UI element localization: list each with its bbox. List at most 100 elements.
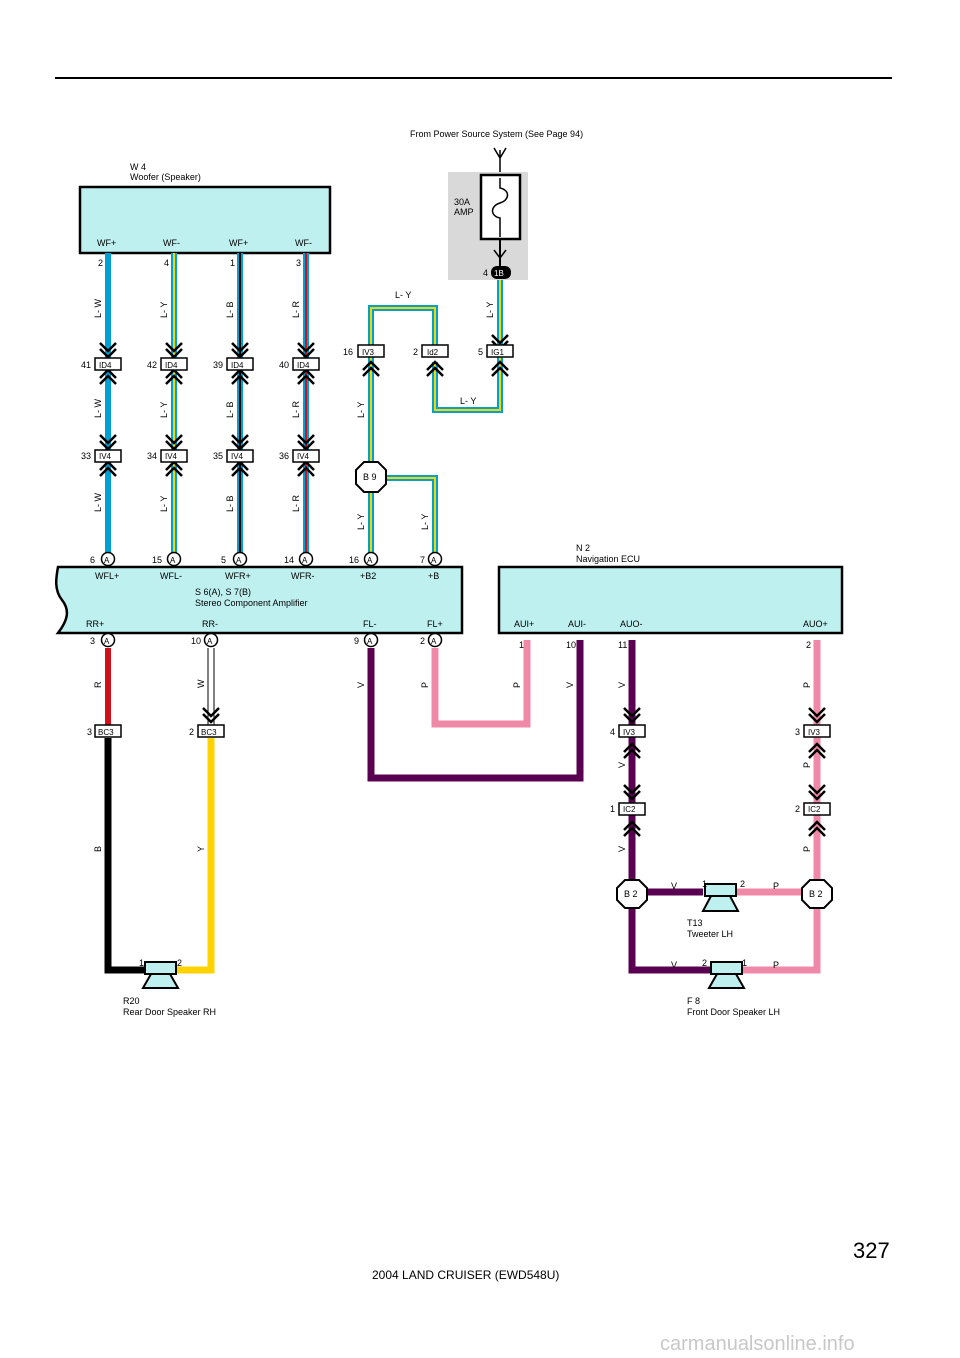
amp-bottom-letter-2: A <box>207 637 213 646</box>
nav-pin-num-3: 11 <box>618 640 627 650</box>
amp-bottom-num-1: 3 <box>90 636 95 646</box>
amp-bottom-num-3: 9 <box>354 636 359 646</box>
nav-ecu-code: N 2 <box>576 543 590 553</box>
amp-top-label-4: WFR- <box>291 571 315 581</box>
woofer-name: Woofer (Speaker) <box>130 172 201 182</box>
amp-top-letter-6: A <box>431 556 437 565</box>
chevrons-id4 <box>99 342 315 359</box>
ic2-left-num: 1 <box>610 804 615 814</box>
amp-top-letter-4: A <box>302 556 308 565</box>
amp-top-pins: 6 A WFL+ 15 A WFL- 5 A WFR+ 14 A WFR- 16… <box>90 551 443 581</box>
chevrons-bottom <box>202 707 826 801</box>
amplifier-name: Stereo Component Amplifier <box>195 598 308 608</box>
tweeter-pin2: 2 <box>740 879 745 889</box>
woofer-pin-label-3: WF+ <box>229 238 248 248</box>
woofer-pin-num-3: 1 <box>230 258 235 268</box>
wire-label-p-5: P <box>802 846 812 852</box>
nav-pin-label-3: AUO- <box>620 619 643 629</box>
footer-title: 2004 LAND CRUISER (EWD548U) <box>372 1268 559 1282</box>
rear-speaker-code: R20 <box>123 996 140 1006</box>
nav-pin-label-2: AUI- <box>568 619 586 629</box>
wire-b <box>104 738 145 974</box>
id4-code-3: ID4 <box>231 361 244 370</box>
chevrons-ic2-up <box>623 742 826 837</box>
wire-label-r: R <box>93 681 103 688</box>
ic2-right-code: IC2 <box>808 805 821 814</box>
b2-left-label: B 2 <box>624 889 638 899</box>
rear-speaker-pin1: 1 <box>139 958 144 968</box>
amplifier-box <box>55 565 464 635</box>
wire-ly-power <box>368 280 503 565</box>
nav-pin-label-1: AUI+ <box>514 619 534 629</box>
splice-b9: B 9 <box>355 461 387 493</box>
fuse-pin-num: 4 <box>483 268 488 278</box>
splice-b2-right: B 2 <box>801 879 833 909</box>
fuse-name: AMP <box>454 207 474 217</box>
wire-label-p-1: P <box>420 682 430 688</box>
wire-label-ly-iv3: L- Y <box>356 402 366 418</box>
wire-label-lw-2: L- W <box>93 398 103 418</box>
iv4-num-4: 36 <box>279 451 289 461</box>
wire-p-amp <box>431 640 531 728</box>
wire-p-nav <box>737 640 821 974</box>
wire-label-lb-1: L- B <box>225 301 235 318</box>
iv3-right-code: IV3 <box>808 728 821 737</box>
wire-label-v-5: V <box>617 846 627 852</box>
wire-label-b: B <box>93 846 103 852</box>
wire-label-p-3: P <box>802 682 812 688</box>
amp-bottom-label-1: RR+ <box>86 619 104 629</box>
wire-label-ly-b2: L- Y <box>356 514 366 530</box>
bc3-right-code: BC3 <box>201 728 217 737</box>
amp-top-num-6: 7 <box>420 555 425 565</box>
wire-label-ly-2: L- Y <box>159 402 169 418</box>
id4-num-1: 41 <box>81 360 91 370</box>
amp-top-label-1: WFL+ <box>95 571 119 581</box>
amp-top-letter-5: A <box>367 556 373 565</box>
amp-top-num-1: 6 <box>90 555 95 565</box>
bc3-right-num: 2 <box>189 727 194 737</box>
b9-label: B 9 <box>363 472 377 482</box>
amp-bottom-num-4: 2 <box>420 636 425 646</box>
amp-bottom-pins: 3 A 10 A 9 A 2 A <box>90 632 443 648</box>
woofer-pin-label-4: WF- <box>295 238 312 248</box>
amp-top-label-6: +B <box>428 571 439 581</box>
wire-label-v-2: V <box>565 682 575 688</box>
wire-label-lw-3: L- W <box>93 492 103 512</box>
chevrons-iv4-up <box>99 460 315 477</box>
amp-top-label-2: WFL- <box>160 571 182 581</box>
nav-pin-num-2: 10 <box>566 640 576 650</box>
tweeter-icon <box>701 883 740 912</box>
power-arrow <box>493 147 507 175</box>
iv4-code-1: IV4 <box>99 452 112 461</box>
wire-label-ly-1: L- Y <box>159 302 169 318</box>
nav-ecu-box <box>497 565 844 635</box>
amp-top-num-4: 14 <box>284 555 294 565</box>
rear-speaker-name: Rear Door Speaker RH <box>123 1007 216 1017</box>
amp-bottom-letter-3: A <box>367 637 373 646</box>
wire-label-lr-3: L- R <box>291 494 301 512</box>
iv4-code-4: IV4 <box>297 452 310 461</box>
wire-label-v-1: V <box>356 682 366 688</box>
iv4-code-3: IV4 <box>231 452 244 461</box>
iv4-connectors: 33 IV4 34 IV4 35 IV4 36 IV4 <box>81 449 320 463</box>
wire-label-ly-fuse: L- Y <box>485 302 495 318</box>
wire-label-lb-2: L- B <box>225 401 235 418</box>
front-speaker-name: Front Door Speaker LH <box>687 1007 780 1017</box>
id2-num: 2 <box>413 347 418 357</box>
woofer-box <box>78 185 332 255</box>
amp-top-num-3: 5 <box>221 555 226 565</box>
wire-label-v-4: V <box>617 762 627 768</box>
woofer-pin-num-1: 2 <box>98 258 103 268</box>
wire-label-p-tw: P <box>773 881 779 891</box>
iv3-top-num: 16 <box>343 347 353 357</box>
wire-label-ly-b: L- Y <box>420 514 430 530</box>
bc3-left-num: 3 <box>87 727 92 737</box>
amp-top-num-2: 15 <box>152 555 162 565</box>
id4-code-1: ID4 <box>99 361 112 370</box>
iv4-num-2: 34 <box>147 451 157 461</box>
amplifier-code: S 6(A), S 7(B) <box>195 587 251 597</box>
wire-v-amp <box>367 640 584 782</box>
iv3-left-code: IV3 <box>623 728 636 737</box>
bottom-connectors: 3 BC3 2 BC3 4 IV3 3 IV3 1 IC2 2 IC2 <box>87 724 831 816</box>
nav-pin-num-1: 1 <box>519 640 524 650</box>
